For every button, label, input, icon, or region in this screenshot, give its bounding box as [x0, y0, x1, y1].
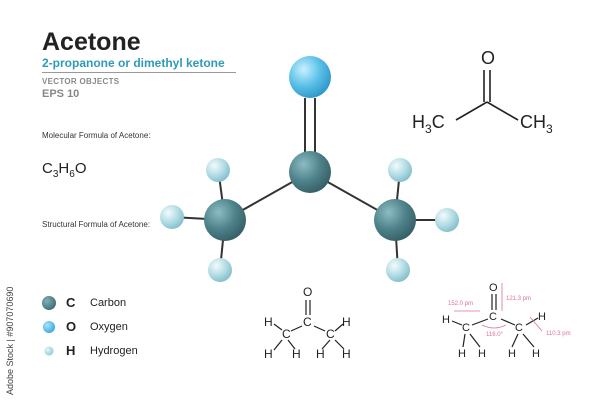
legend-dots — [42, 296, 56, 356]
hydrogen-atom — [208, 258, 232, 282]
3d-hydrogen: H — [538, 311, 546, 323]
struct-carbon-center: C — [303, 315, 312, 329]
divider — [42, 72, 236, 73]
struct-oxygen: O — [303, 285, 312, 299]
skeletal-oxygen: O — [481, 48, 495, 68]
carbon-legend-dot — [42, 296, 56, 310]
3d-carbon-right: C — [515, 322, 523, 334]
bond-angle: 116.0° — [486, 332, 504, 338]
molecular-formula: C3H6O — [42, 160, 87, 180]
page-title: Acetone — [42, 28, 141, 56]
3d-hydrogen: H — [478, 348, 486, 360]
3d-hydrogen: H — [532, 348, 540, 360]
hydrogen-legend-dot — [44, 346, 54, 356]
legend-letter-hydrogen: H — [66, 343, 76, 358]
molecular-formula-label: Molecular Formula of Acetone: — [42, 131, 151, 140]
struct-hydrogen: H — [342, 315, 351, 329]
3d-hydrogen: H — [508, 348, 516, 360]
structural-formula-3d: O C C C H H H H H H 152.0 pm 121.3 — [442, 282, 571, 360]
struct-hydrogen: H — [316, 347, 325, 361]
legend-letter-carbon: C — [66, 295, 76, 310]
stock-watermark: Adobe Stock | #907070690 — [5, 286, 15, 395]
struct-hydrogen: H — [292, 347, 301, 361]
legend-letter-oxygen: O — [66, 319, 77, 334]
legend-name-oxygen: Oxygen — [90, 321, 128, 333]
oxygen-legend-dot — [43, 321, 55, 333]
hydrogen-atom — [386, 258, 410, 282]
bond-length-co: 121.3 pm — [506, 296, 531, 302]
struct-hydrogen: H — [264, 315, 273, 329]
skeletal-formula: O H3C CH3 — [412, 48, 553, 136]
struct-hydrogen: H — [342, 347, 351, 361]
structural-formula-label: Structural Formula of Acetone: — [42, 220, 151, 229]
hydrogen-atom — [206, 158, 230, 182]
hydrogen-atom — [435, 208, 459, 232]
oxygen-atom — [289, 56, 331, 98]
subtitle: 2-propanone or dimethyl ketone — [42, 56, 225, 70]
vector-objects-label: VECTOR OBJECTS — [42, 77, 120, 86]
3d-carbon-left: C — [462, 322, 470, 334]
carbon-atom-right — [374, 199, 416, 241]
carbon-atom-center — [289, 151, 331, 193]
struct-hydrogen: H — [264, 347, 273, 361]
legend-name-carbon: Carbon — [90, 297, 127, 309]
skeletal-right-methyl: CH3 — [520, 112, 553, 136]
3d-oxygen: O — [489, 282, 498, 294]
legend-name-hydrogen: Hydrogen — [90, 345, 138, 357]
struct-carbon-left: C — [282, 327, 291, 341]
3d-carbon-center: C — [489, 311, 497, 323]
3d-hydrogen: H — [442, 314, 450, 326]
ball-and-stick-model — [160, 56, 459, 282]
3d-hydrogen: H — [458, 348, 466, 360]
bond-length-cc: 152.0 pm — [448, 301, 473, 307]
eps-label: EPS 10 — [42, 88, 80, 100]
bond-length-ch: 110.3 pm — [546, 331, 571, 337]
struct-carbon-right: C — [326, 327, 335, 341]
hydrogen-atom — [388, 158, 412, 182]
skeletal-left-methyl: H3C — [412, 112, 445, 136]
structural-formula: O C C C H H H H H H — [264, 285, 351, 361]
carbon-atom-left — [204, 199, 246, 241]
hydrogen-atom — [160, 205, 184, 229]
